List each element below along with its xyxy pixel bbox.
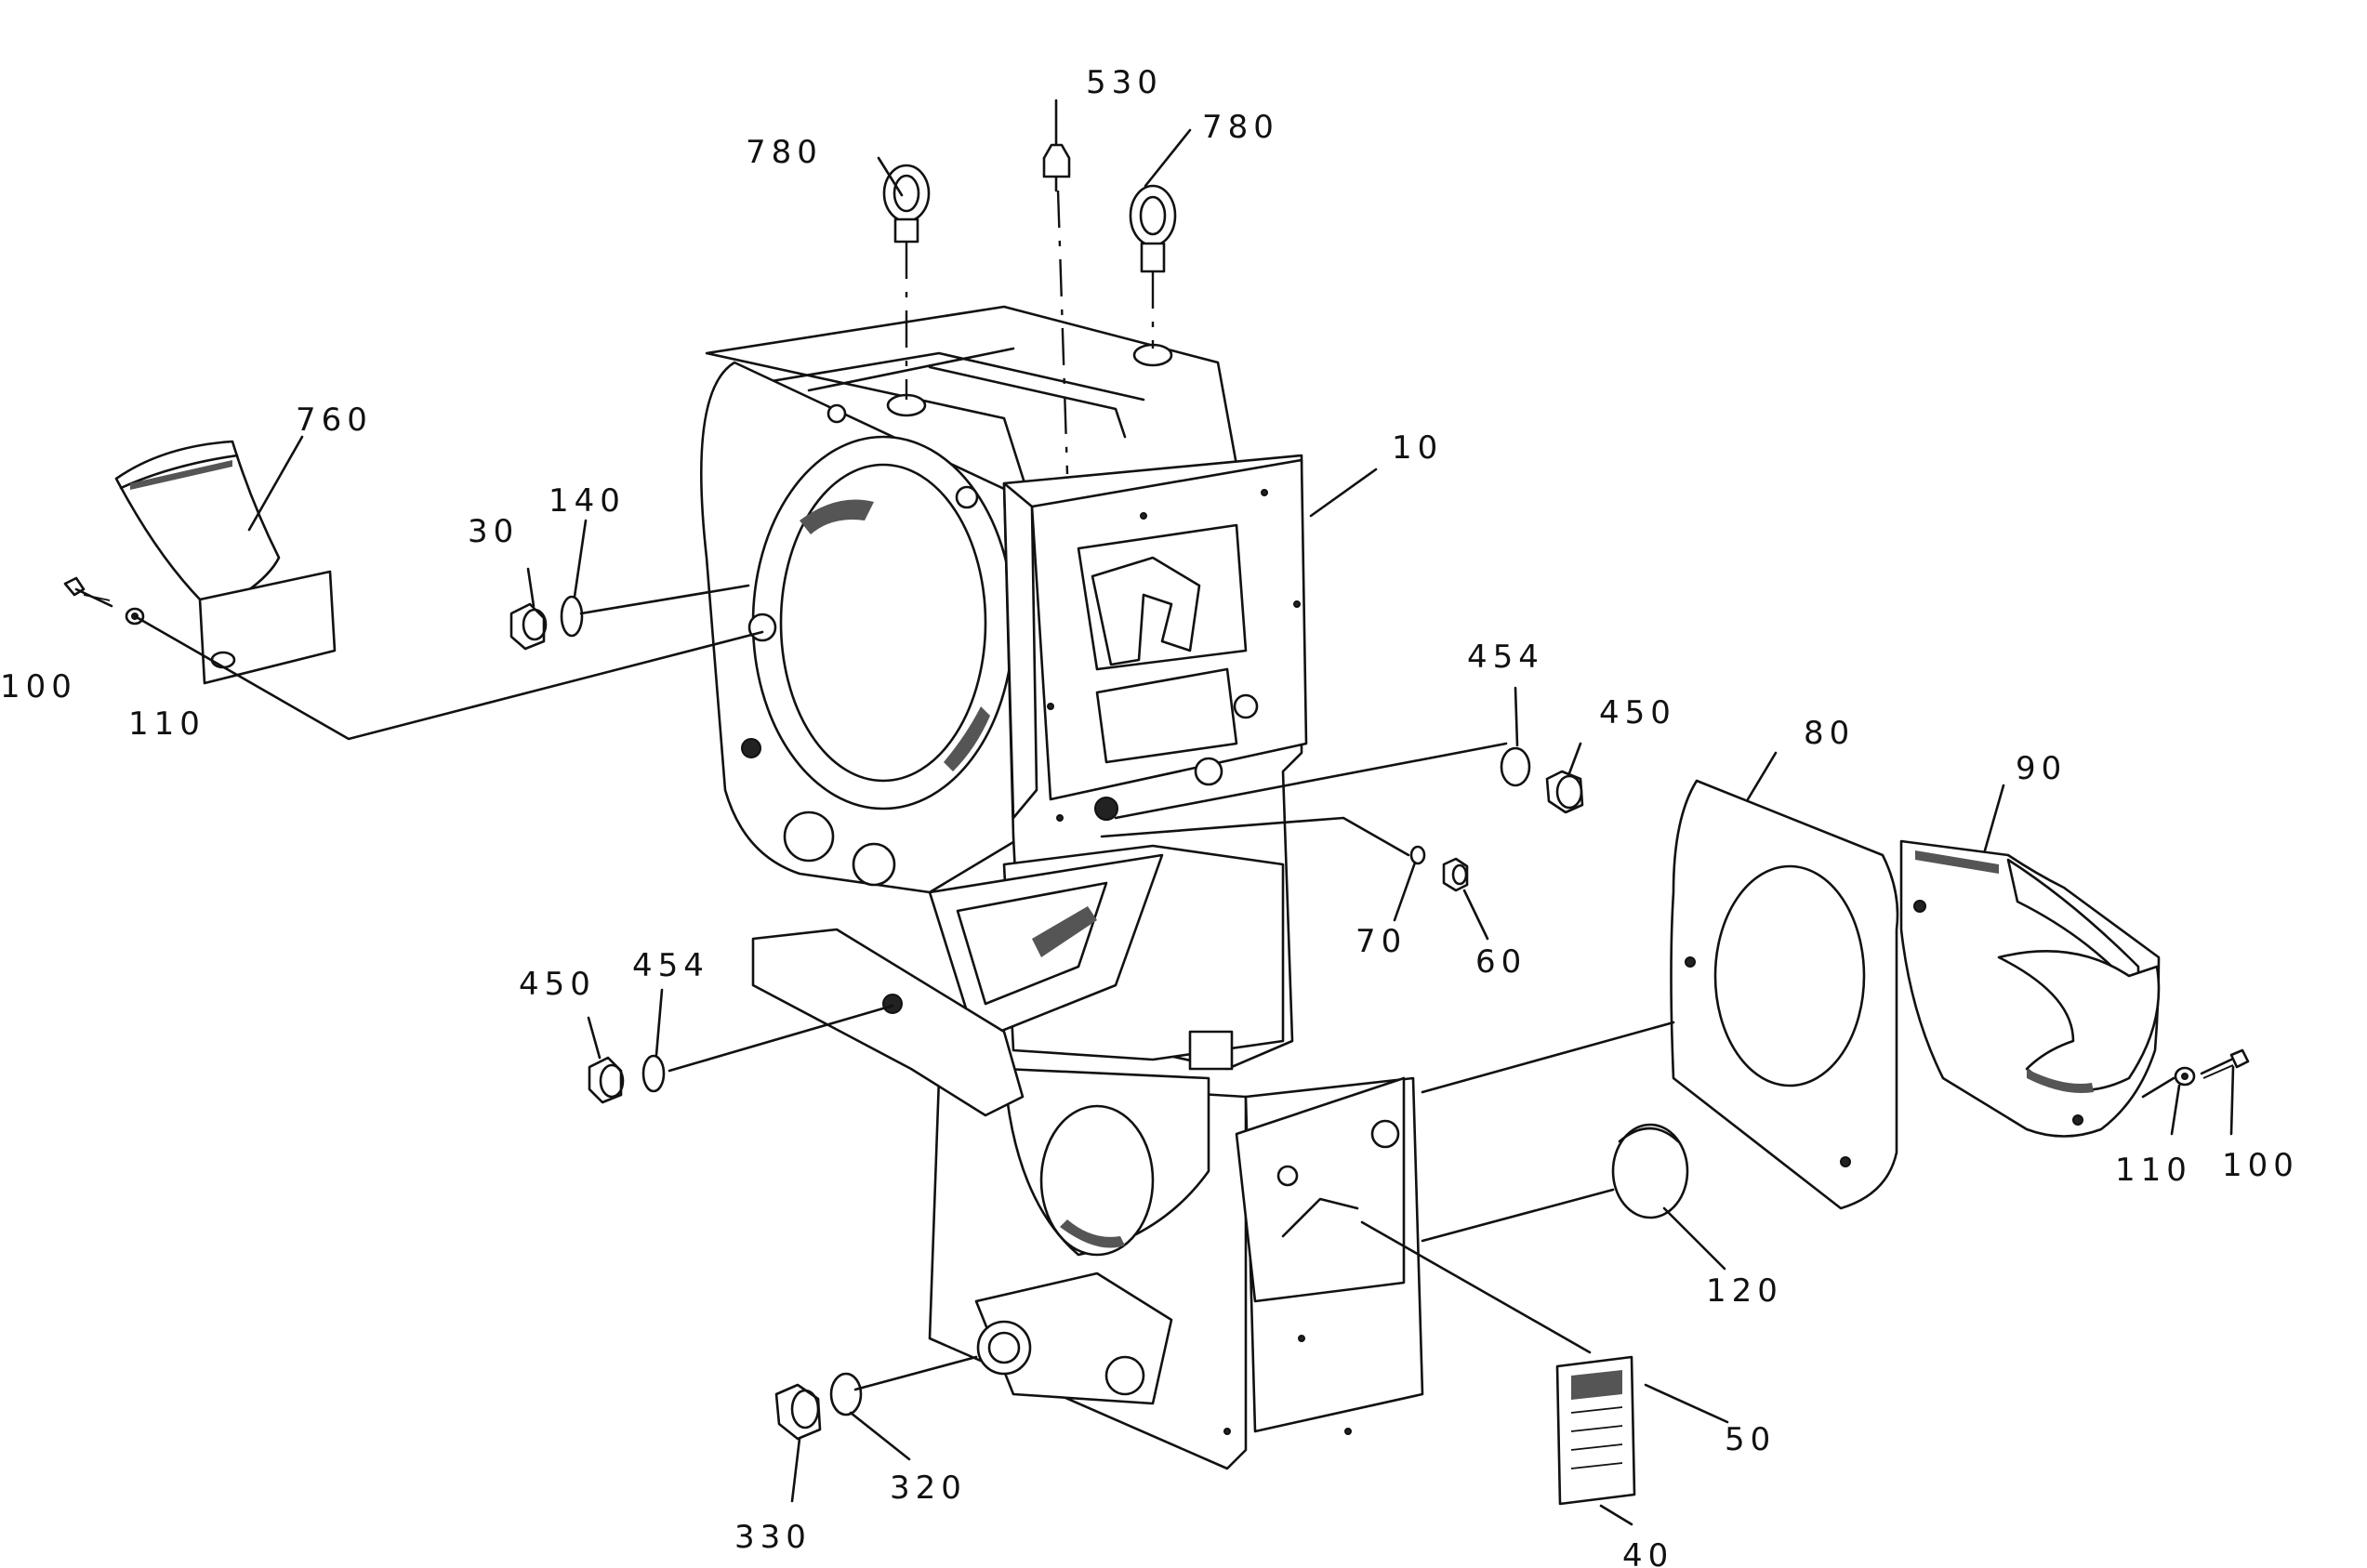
callout-450-upper: 450 [1599, 694, 1676, 731]
callout-530: 530 [1086, 64, 1163, 101]
callout-780-right: 780 [1202, 109, 1279, 146]
callout-140: 140 [549, 482, 626, 520]
callout-80: 80 [1804, 715, 1855, 752]
o-ring-454-right [1500, 746, 1531, 787]
callout-760: 760 [296, 402, 373, 439]
callout-10: 10 [1392, 429, 1443, 467]
bolt-100-left [63, 576, 113, 608]
callout-70: 70 [1355, 923, 1407, 960]
plate-dots [1047, 489, 1352, 1435]
callout-110-left: 110 [128, 705, 205, 743]
transmission-housing [700, 305, 1424, 1470]
assembly-lines [133, 584, 2175, 1391]
plug-30 [509, 602, 548, 651]
callout-110-right: 110 [2115, 1152, 2192, 1189]
plug-450-left [588, 1056, 625, 1104]
o-ring-70 [1409, 845, 1426, 865]
cover-760 [114, 440, 337, 685]
callout-100-right: 100 [2222, 1147, 2299, 1184]
plug-120 [1611, 1123, 1689, 1219]
o-ring-140 [560, 595, 584, 638]
callout-120: 120 [1706, 1272, 1783, 1310]
nameplate-40 [1555, 1355, 1636, 1506]
callout-90: 90 [2016, 750, 2067, 787]
bell-bolt-holes [741, 403, 979, 1010]
washer-110-right [2174, 1066, 2196, 1087]
plug-330 [774, 1383, 822, 1441]
o-ring-454-left [641, 1054, 666, 1093]
cover-90 [1899, 839, 2161, 1138]
callout-330: 330 [734, 1519, 812, 1556]
bolt-100-right [2200, 1048, 2250, 1079]
callout-labels: 530 780 780 760 10 30 140 100 110 454 45… [0, 64, 2299, 1568]
callout-30: 30 [468, 513, 519, 550]
callout-40: 40 [1622, 1537, 1673, 1568]
gasket-80 [1670, 779, 1899, 1210]
plug-60 [1442, 857, 1469, 892]
callout-780-left: 780 [746, 134, 823, 171]
breather-valve [1042, 143, 1071, 475]
callout-50: 50 [1725, 1421, 1776, 1458]
callout-60: 60 [1475, 943, 1527, 981]
callout-454-lower: 454 [632, 947, 709, 984]
callout-454-upper: 454 [1467, 639, 1544, 676]
callout-450-lower: 450 [519, 966, 596, 1003]
callout-320: 320 [890, 1469, 967, 1507]
o-ring-320 [829, 1372, 863, 1416]
plug-450-right [1545, 770, 1584, 814]
lifting-eye-right [1129, 184, 1177, 349]
callout-100-left: 100 [0, 668, 77, 705]
callout-leaders [247, 99, 2235, 1526]
lifting-eye-left [882, 164, 931, 400]
